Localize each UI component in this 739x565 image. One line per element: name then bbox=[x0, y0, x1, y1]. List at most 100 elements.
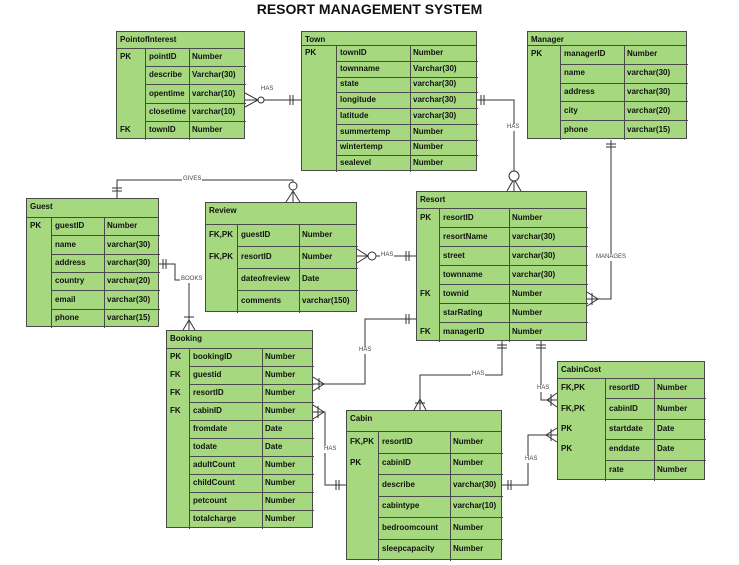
field-name: bookingID bbox=[193, 352, 233, 361]
key-cell: FK,PK bbox=[209, 230, 233, 239]
field-name: bedroomcount bbox=[382, 522, 438, 532]
field-type: Number bbox=[453, 522, 484, 532]
field-type: Number bbox=[265, 388, 296, 397]
row-divider bbox=[145, 120, 246, 122]
field-type: Number bbox=[265, 406, 296, 415]
field-type: Number bbox=[453, 458, 484, 468]
field-name: resortID bbox=[609, 383, 640, 393]
column-divider bbox=[654, 379, 655, 481]
key-cell: PK bbox=[561, 424, 573, 433]
row-divider bbox=[145, 102, 246, 104]
row-divider bbox=[605, 459, 706, 461]
rel-label-guest-booking: BOOKS bbox=[180, 276, 204, 283]
row-divider bbox=[560, 101, 688, 103]
header-divider bbox=[206, 224, 356, 225]
field-name: resortName bbox=[443, 231, 488, 241]
field-name: describe bbox=[149, 70, 182, 80]
row-divider bbox=[439, 284, 588, 285]
row-divider bbox=[51, 308, 160, 310]
field-name: comments bbox=[241, 296, 282, 305]
field-type: Number bbox=[512, 307, 543, 317]
row-divider bbox=[605, 418, 706, 420]
column-divider bbox=[450, 432, 451, 561]
field-type: Number bbox=[413, 158, 444, 168]
column-divider bbox=[145, 49, 146, 140]
field-type: Number bbox=[512, 326, 543, 336]
rel-label-town-resort: HAS bbox=[506, 124, 521, 131]
field-type: varchar(20) bbox=[627, 105, 671, 115]
rel-label-resort-cabin: HAS bbox=[471, 371, 486, 378]
rel-label-booking-cabin: HAS bbox=[323, 446, 338, 453]
field-type: varchar(10) bbox=[453, 501, 497, 511]
field-name: cabinID bbox=[382, 458, 411, 468]
field-name: resortID bbox=[443, 212, 474, 222]
field-name: guestID bbox=[55, 221, 85, 231]
row-divider bbox=[378, 495, 503, 497]
key-cell: FK,PK bbox=[561, 403, 585, 413]
field-name: name bbox=[55, 239, 76, 249]
header-divider bbox=[417, 208, 586, 209]
field-type: Number bbox=[265, 496, 296, 505]
field-name: pointID bbox=[149, 52, 177, 62]
column-divider bbox=[624, 46, 625, 140]
field-type: varchar(30) bbox=[413, 95, 457, 105]
row-divider bbox=[336, 76, 478, 78]
field-name: dateofreview bbox=[241, 274, 290, 283]
field-type: Number bbox=[627, 49, 658, 59]
field-name: cabinID bbox=[609, 403, 638, 413]
field-type: Number bbox=[657, 464, 688, 474]
row-divider bbox=[439, 246, 588, 247]
row-divider bbox=[378, 474, 503, 475]
entity-title: Review bbox=[209, 206, 237, 215]
field-type: varchar(30) bbox=[413, 110, 457, 120]
field-type: Number bbox=[302, 252, 333, 261]
row-divider bbox=[439, 265, 588, 266]
field-name: sleepcapacity bbox=[382, 544, 435, 554]
field-name: wintertemp bbox=[340, 142, 383, 152]
row-divider bbox=[189, 492, 314, 493]
field-type: Number bbox=[453, 544, 484, 554]
field-type: varchar(15) bbox=[627, 124, 671, 134]
field-name: describe bbox=[382, 479, 415, 489]
row-divider bbox=[378, 452, 503, 454]
field-type: Number bbox=[192, 124, 223, 134]
field-type: Number bbox=[265, 460, 296, 469]
field-type: Varchar(30) bbox=[413, 63, 457, 73]
field-type: varchar(20) bbox=[107, 276, 151, 286]
field-name: totalcharge bbox=[193, 514, 237, 523]
column-divider bbox=[237, 225, 238, 313]
field-type: Number bbox=[512, 212, 543, 222]
field-type: varchar(150) bbox=[302, 296, 350, 305]
column-divider bbox=[189, 49, 190, 140]
rel-label-resort-booking: HAS bbox=[358, 347, 373, 354]
key-cell: FK bbox=[420, 326, 431, 336]
row-divider bbox=[189, 456, 314, 457]
entity-title: Town bbox=[305, 35, 326, 44]
field-name: phone bbox=[564, 124, 588, 134]
field-name: enddate bbox=[609, 444, 640, 454]
row-divider bbox=[439, 227, 588, 228]
header-divider bbox=[167, 348, 312, 349]
field-type: varchar(30) bbox=[107, 239, 151, 249]
field-type: varchar(30) bbox=[512, 231, 556, 241]
field-name: guestid bbox=[193, 370, 222, 379]
key-cell: PK bbox=[120, 52, 132, 62]
field-type: Number bbox=[265, 352, 296, 361]
row-divider bbox=[189, 384, 314, 385]
rel-label-manager-resort: MANAGES bbox=[595, 254, 628, 261]
row-divider bbox=[336, 123, 478, 125]
row-divider bbox=[237, 246, 358, 247]
column-divider bbox=[605, 379, 606, 481]
row-divider bbox=[145, 84, 246, 86]
field-name: townname bbox=[340, 63, 380, 73]
column-divider bbox=[439, 209, 440, 342]
row-divider bbox=[439, 303, 588, 304]
field-name: townID bbox=[340, 47, 367, 57]
row-divider bbox=[560, 63, 688, 65]
column-divider bbox=[262, 349, 263, 529]
row-divider bbox=[605, 439, 706, 441]
field-name: resortID bbox=[382, 436, 413, 446]
row-divider bbox=[378, 538, 503, 540]
